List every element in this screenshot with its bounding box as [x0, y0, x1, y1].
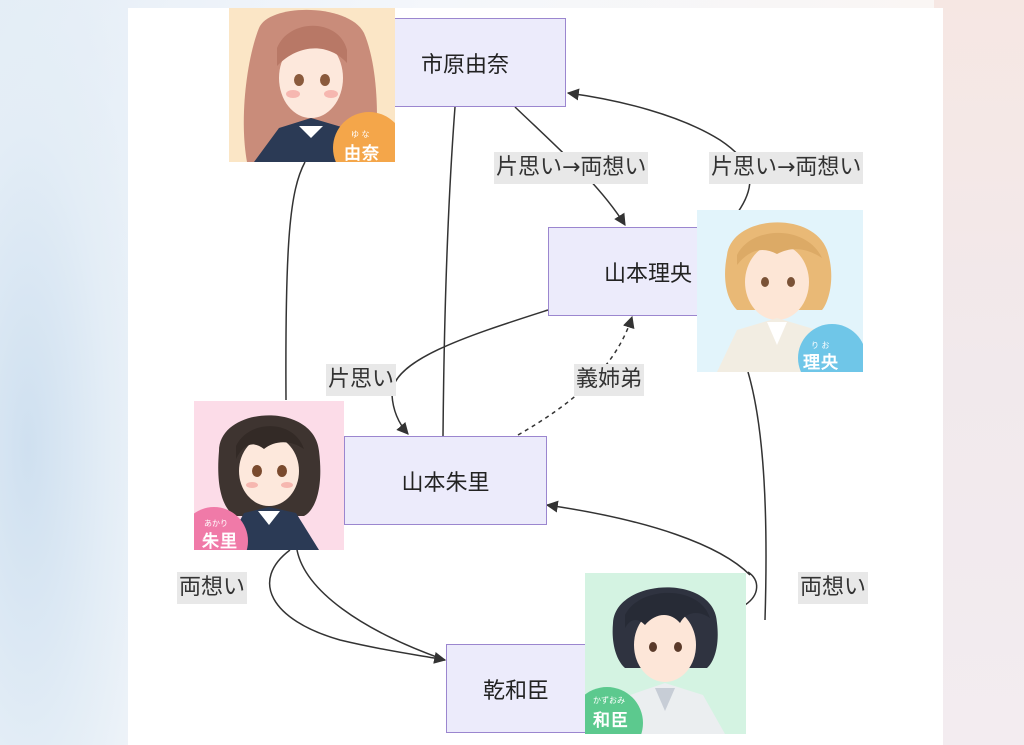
label-kazuomi-akari: 両想い	[798, 572, 869, 604]
portrait-kazuomi-ruby: かずおみ	[593, 696, 625, 705]
node-akari-label: 山本朱里	[401, 470, 490, 496]
portrait-yuna: ゆ な 由奈	[229, 8, 395, 162]
portrait-rio-name: 理央	[803, 353, 839, 372]
portrait-yuna-name: 由奈	[344, 144, 380, 162]
node-rio-label: 山本理央	[603, 261, 692, 287]
node-kazuomi[interactable]: 乾和臣	[446, 644, 606, 733]
node-akari[interactable]: 山本朱里	[344, 436, 547, 525]
portrait-yuna-illustration	[229, 8, 395, 162]
portrait-akari-ruby: あかり	[204, 519, 228, 528]
node-rio[interactable]: 山本理央	[548, 227, 708, 316]
portrait-kazuomi: かずおみ 和臣	[585, 573, 746, 734]
portrait-rio-illustration	[697, 210, 863, 372]
portrait-akari-illustration	[194, 401, 344, 550]
node-kazuomi-label: 乾和臣	[482, 678, 549, 704]
portrait-rio: り お 理央	[697, 210, 863, 372]
label-yuna-to-rio: 片思い→両想い	[494, 152, 649, 184]
node-yuna-label: 市原由奈	[420, 52, 509, 78]
label-akari-rio-step: 義姉弟	[574, 364, 645, 396]
label-rio-to-akari: 片思い	[326, 364, 397, 396]
label-akari-kazuomi: 両想い	[177, 572, 248, 604]
portrait-akari-name: 朱里	[202, 532, 238, 550]
portrait-rio-ruby: り お	[811, 341, 830, 350]
portrait-kazuomi-name: 和臣	[593, 711, 629, 731]
background-right	[934, 0, 1024, 745]
label-rio-to-yuna: 片思い→両想い	[709, 152, 864, 184]
portrait-yuna-ruby: ゆ な	[351, 130, 370, 139]
portrait-kazuomi-illustration	[585, 573, 746, 734]
node-yuna[interactable]: 市原由奈	[394, 18, 566, 107]
background-left	[0, 0, 140, 745]
portrait-akari: あかり 朱里	[194, 401, 344, 550]
